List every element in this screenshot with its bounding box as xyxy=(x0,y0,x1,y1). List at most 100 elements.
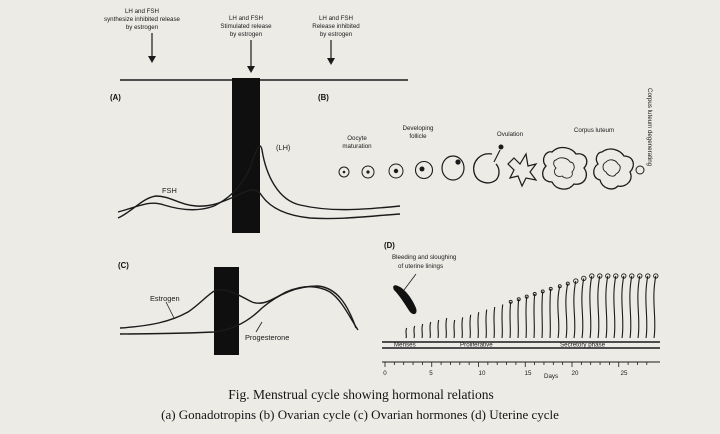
corpus-luteum-2-inner xyxy=(603,160,620,176)
oocyte-dot-3 xyxy=(394,169,398,173)
estrogen-pointer xyxy=(166,302,174,318)
note-left-line1: LH and FSH xyxy=(125,8,159,15)
uterine-gland xyxy=(502,304,503,338)
uterine-gland xyxy=(526,297,527,338)
uterine-gland xyxy=(406,328,407,338)
day-label-0: 0 xyxy=(383,370,387,377)
corpus-luteum-1 xyxy=(543,148,587,190)
uterine-gland xyxy=(606,276,608,338)
uterine-gland xyxy=(438,320,439,338)
panel-label-c: (C) xyxy=(118,261,129,270)
note-left-line3: by estrogen xyxy=(126,24,159,31)
ovulation-arrow xyxy=(494,150,500,162)
oocyte-dot-5 xyxy=(455,159,460,164)
corpus-albicans xyxy=(636,166,644,174)
uterine-gland xyxy=(614,276,616,338)
uterine-gland xyxy=(446,318,447,338)
uterine-gland xyxy=(534,294,535,338)
note-center-line3: by estrogen xyxy=(230,31,263,38)
uterine-gland xyxy=(462,317,463,338)
figure-caption-subtitle: (a) Gonadotropins (b) Ovarian cycle (c) … xyxy=(161,407,559,422)
uterine-gland xyxy=(510,302,511,338)
note-center-line1: LH and FSH xyxy=(229,15,263,22)
corpus-luteum-1-inner xyxy=(554,158,574,178)
ovulation-stage-label: Ovulation xyxy=(497,131,524,138)
bleeding-note-line2: of uterine linings xyxy=(398,263,443,270)
uterine-gland xyxy=(422,324,423,338)
follicle-label-line1: Developing xyxy=(403,125,435,132)
oocyte-dot-1 xyxy=(343,171,346,174)
day-label-10: 10 xyxy=(479,370,486,377)
oocyte-label-line1: Oocyte xyxy=(347,135,367,142)
follicle-stage-5 xyxy=(442,156,464,180)
ovulating-follicle xyxy=(474,154,499,183)
uterine-gland xyxy=(638,276,640,338)
bleeding-note-line1: Bleeding and sloughing xyxy=(392,254,457,261)
oocyte-label-line2: maturation xyxy=(342,143,372,150)
phase-secretory: Secretory phase xyxy=(560,342,606,349)
uterine-gland xyxy=(518,299,519,338)
phase-menses: Menses xyxy=(394,342,416,349)
panel-label-d: (D) xyxy=(384,241,395,250)
day-label-25: 25 xyxy=(621,370,628,377)
uterine-gland xyxy=(582,278,584,338)
progesterone-pointer xyxy=(256,322,262,332)
note-left-line2: synthesize inhibited release xyxy=(104,16,181,23)
uterine-gland xyxy=(646,276,648,338)
lh-label: (LH) xyxy=(276,143,290,152)
panel-label-a: (A) xyxy=(110,93,121,102)
uterine-gland xyxy=(494,307,495,338)
day-tick-group xyxy=(385,362,647,367)
day-label-15: 15 xyxy=(525,370,532,377)
uterine-gland xyxy=(590,276,592,338)
arrow-center-head xyxy=(247,66,255,73)
note-right-line2: Release inhibited xyxy=(312,23,360,30)
ovulation-bar-upper xyxy=(232,78,260,233)
ovarian-stages: Oocyte maturation Developing follicle Ov… xyxy=(339,88,653,189)
degenerating-label: Corpus luteum degenerating xyxy=(646,88,653,167)
oocyte-dot-4 xyxy=(420,167,425,172)
arrow-left-head xyxy=(148,56,156,63)
arrow-right-head xyxy=(327,58,335,65)
bleeding-pointer xyxy=(404,274,416,290)
fsh-label: FSH xyxy=(162,186,177,195)
day-label-20: 20 xyxy=(572,370,579,377)
uterine-gland xyxy=(430,322,431,338)
days-axis-label: Days xyxy=(544,373,558,380)
corpus-luteum-label: Corpus luteum xyxy=(574,127,614,134)
uterine-gland xyxy=(478,312,479,338)
figure-caption-title: Fig. Menstrual cycle showing hormonal re… xyxy=(228,387,493,402)
gonadotropin-notes: LH and FSH synthesize inhibited release … xyxy=(104,8,360,38)
uterine-gland xyxy=(414,326,415,338)
follicle-label-line2: follicle xyxy=(409,133,427,140)
corpus-luteum-2 xyxy=(594,149,634,189)
released-oocyte xyxy=(499,145,504,150)
uterine-gland xyxy=(654,276,656,338)
estrogen-label: Estrogen xyxy=(150,294,180,303)
uterine-gland xyxy=(542,291,543,338)
uterine-gland xyxy=(574,281,576,338)
uterine-cycle: (D) Bleeding and sloughing of uterine li… xyxy=(382,241,660,380)
note-right-line1: LH and FSH xyxy=(319,15,353,22)
uterine-gland xyxy=(622,276,624,338)
sloughed-lining xyxy=(393,285,416,314)
note-center-line2: Stimulated release xyxy=(220,23,272,30)
uterine-gland xyxy=(486,310,487,338)
ruptured-follicle xyxy=(508,154,536,186)
uterine-gland xyxy=(566,284,568,338)
progesterone-label: Progesterone xyxy=(245,333,289,342)
panel-label-b: (B) xyxy=(318,93,329,102)
uterine-gland xyxy=(454,320,455,338)
uterine-gland xyxy=(550,289,551,338)
day-label-5: 5 xyxy=(429,370,433,377)
phase-proliferative: Proliferative xyxy=(460,342,493,349)
oocyte-dot-2 xyxy=(366,170,369,173)
uterine-gland xyxy=(558,286,560,338)
ovulation-bar-lower xyxy=(214,267,239,355)
endometrial-glands xyxy=(406,274,658,338)
uterine-gland xyxy=(470,315,471,338)
note-right-line3: by estrogen xyxy=(320,31,353,38)
uterine-gland xyxy=(630,276,632,338)
uterine-gland xyxy=(598,276,600,338)
